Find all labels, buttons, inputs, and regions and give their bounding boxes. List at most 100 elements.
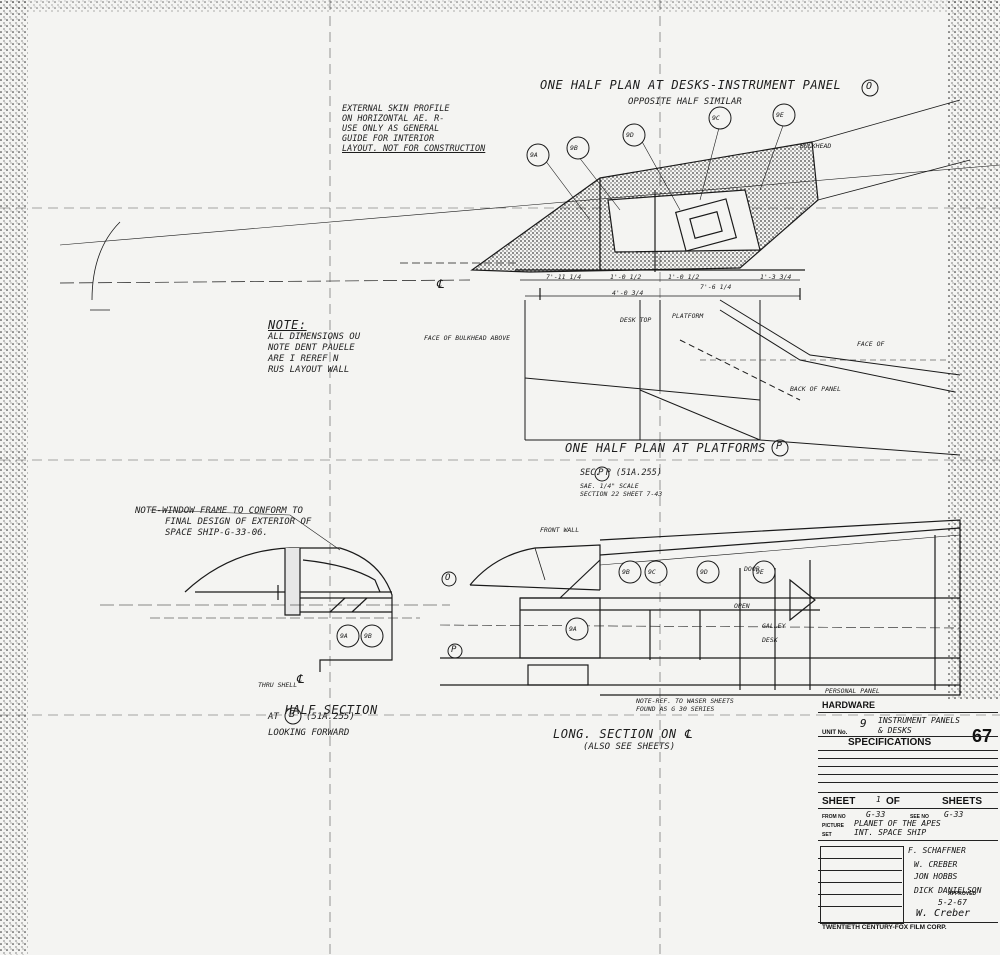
centerline-symbol-top: ℄: [436, 277, 445, 291]
callout-leaders-top: [544, 119, 786, 221]
small-label: DOOR: [744, 565, 760, 573]
callout-9e: 9E: [776, 111, 784, 119]
note-line: SECTION 22 SHEET 7-43: [580, 490, 663, 498]
half-section-ref: (51A.255): [306, 712, 355, 722]
note-main: NOTE: ALL DIMENSIONS OU NOTE DENT PAUELE…: [268, 318, 360, 376]
marker-p: P: [451, 645, 457, 655]
unit-label: UNIT No.: [822, 730, 848, 736]
note-external-skin: EXTERNAL SKIN PROFILE ON HORIZONTAL AE. …: [342, 104, 485, 154]
marker-p: P: [598, 468, 604, 478]
small-label: PERSONAL PANEL: [825, 687, 880, 695]
set-value: INT. SPACE SHIP: [854, 828, 927, 837]
small-label: DESK: [762, 636, 778, 644]
studio-footer: TWENTIETH CENTURY-FOX FILM CORP.: [822, 924, 947, 931]
drawing-date: 5-2-67: [938, 898, 967, 907]
subtitle-plan-desks: OPPOSITE HALF SIMILAR: [628, 97, 742, 107]
note-line: FINAL DESIGN OF EXTERIOR OF: [165, 517, 312, 527]
marker-circles: [284, 79, 879, 725]
title-plan-desks-marker: O: [866, 81, 873, 92]
see-value: G-33: [944, 810, 964, 819]
note-main-line: ARE I REREF N: [268, 354, 339, 364]
half-section-marker: B: [289, 709, 296, 720]
production-designer-name: JON HOBBS: [914, 872, 958, 881]
small-label: FACE OF BULKHEAD ABOVE: [424, 334, 511, 342]
dimension: 4'-0 3/4: [612, 289, 644, 297]
callout-9e: 9E: [756, 568, 764, 576]
half-section-title: HALF SECTION: [285, 703, 378, 717]
note-window-frame: NOTE-WINDOW FRAME TO CONFORM TO FINAL DE…: [135, 506, 311, 539]
callout-bubbles: [336, 103, 796, 648]
left-edge-noise: [0, 0, 28, 955]
centerline-symbol-section: ℄: [296, 672, 305, 686]
sheet-number: 1: [876, 795, 881, 804]
dimension: 7'-11 1/4: [546, 273, 582, 281]
note-main-line: RUS LAYOUT WALL: [268, 365, 350, 375]
arc-left: [91, 221, 121, 301]
title-block: HARDWARE UNIT No. 9 INSTRUMENT PANELS & …: [818, 700, 998, 932]
small-label: THRU SHELL: [258, 681, 298, 689]
callout-9d: 9D: [700, 568, 708, 576]
note-line: GUIDE FOR INTERIOR: [342, 134, 435, 144]
note-line: SAE. 1/4" SCALE: [580, 482, 639, 490]
hardware-label: HARDWARE: [822, 700, 875, 710]
unit-description-1: INSTRUMENT PANELS: [878, 716, 960, 725]
small-label: GALLEY: [762, 622, 786, 630]
set-label: SET: [822, 832, 832, 838]
dimension: 1'-0 1/2: [610, 273, 642, 281]
dimension: 1'-0 1/2: [668, 273, 700, 281]
note-bottom: NOTE-REF. TO WASER SHEETS FOUND AS G 30 …: [636, 697, 734, 713]
note-main-title: NOTE:: [268, 318, 307, 332]
callout-9c: 9C: [648, 568, 656, 576]
from-label: FROM NO: [822, 814, 846, 820]
note-main-line: ALL DIMENSIONS OU: [268, 332, 361, 342]
small-label: BULKHEAD: [800, 142, 832, 150]
plan-desks-linework: [59, 99, 1000, 300]
callout-9b: 9B: [364, 632, 372, 640]
callout-9c: 9C: [712, 114, 720, 122]
note-main-line: NOTE DENT PAUELE: [268, 343, 355, 353]
callout-9a: 9A: [340, 632, 348, 640]
callout-9a: 9A: [569, 625, 577, 633]
callout-9b: 9B: [622, 568, 630, 576]
small-label: BACK OF PANEL: [790, 385, 841, 393]
half-section-subtitle: LOOKING FORWARD: [268, 728, 350, 738]
note-line: FOUND AS G 30 SERIES: [636, 705, 715, 713]
small-label: FACE OF: [857, 340, 885, 348]
long-section-linework: [439, 519, 961, 696]
approved-signature: W. Creber: [916, 908, 971, 919]
half-section-at: AT: [268, 712, 279, 722]
half-section-linework: [100, 509, 450, 672]
long-section-subtitle: (ALSO SEE SHEETS): [583, 742, 676, 752]
right-edge-noise: [948, 0, 1000, 700]
note-section-reference: SEC. P (51A.255) SAE. 1/4" SCALE SECTION…: [580, 468, 662, 498]
note-line: USE ONLY AS GENERAL: [342, 124, 440, 134]
from-value: G-33: [866, 810, 886, 819]
unit-number: 9: [860, 717, 867, 730]
of-label: OF: [886, 796, 900, 807]
specifications-heading: SPECIFICATIONS: [848, 737, 932, 748]
note-line: ON HORIZONTAL AE. R-: [342, 114, 445, 124]
plan-platforms-linework: [524, 299, 961, 456]
long-section-title: LONG. SECTION ON: [553, 727, 677, 741]
sheets-label: SHEETS: [942, 796, 983, 807]
sheet-label: SHEET: [822, 796, 856, 807]
unit-description-2: & DESKS: [878, 726, 912, 735]
dimension: 7'-6 1/4: [700, 283, 732, 291]
draftsman-name: F. SCHAFFNER: [908, 846, 966, 855]
small-label: FRONT WALL: [540, 526, 580, 534]
title-plan-platforms: ONE HALF PLAN AT PLATFORMS: [565, 441, 766, 455]
note-line: SPACE SHIP-G-33-06.: [165, 528, 268, 538]
note-line: SEC. P (51A.255): [580, 468, 662, 478]
picture-value: PLANET OF THE APES: [854, 819, 941, 828]
marker-o: O: [445, 573, 451, 583]
small-label: OPEN: [734, 602, 750, 610]
callout-9d: 9D: [626, 131, 634, 139]
title-plan-desks: ONE HALF PLAN AT DESKS-INSTRUMENT PANEL: [540, 78, 842, 92]
art-director-name: W. CREBER: [914, 860, 958, 869]
approved-label: APPROVED: [948, 891, 977, 897]
title-plan-platforms-marker: P: [776, 441, 783, 452]
callout-9a: 9A: [530, 151, 538, 159]
small-label: PLATFORM: [672, 312, 704, 320]
